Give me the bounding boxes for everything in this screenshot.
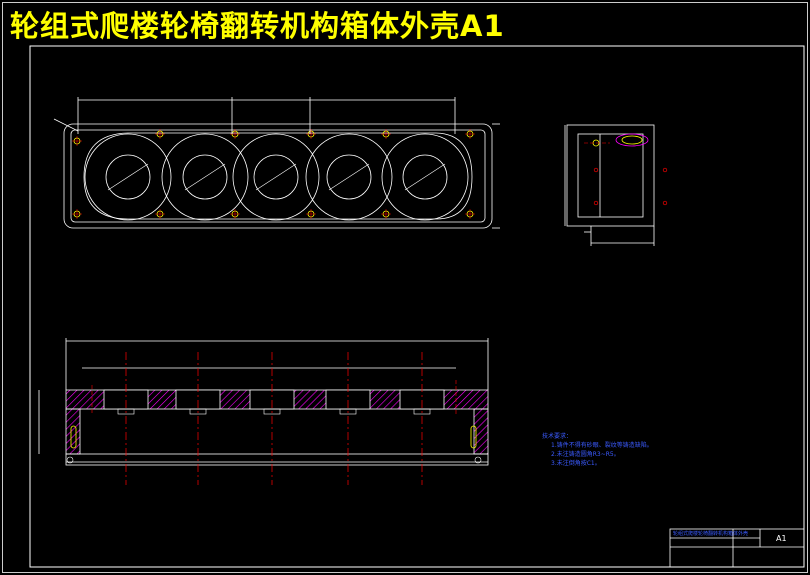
sheet-inner-frame xyxy=(29,45,805,568)
datum-symbol-left xyxy=(66,456,74,464)
bore-inner-circle xyxy=(402,154,448,200)
side-view-body xyxy=(566,124,655,227)
leader-line xyxy=(53,118,79,132)
bore-inner-circle xyxy=(105,154,151,200)
title-block xyxy=(669,528,805,568)
bearing-seat xyxy=(189,408,207,415)
datum-symbol-right xyxy=(474,456,482,464)
section-bearing-pockets xyxy=(103,389,445,415)
bearing-seat xyxy=(117,408,135,415)
bore-inner-circle xyxy=(326,154,372,200)
top-view-outer-plate xyxy=(63,123,493,229)
bearing-seat xyxy=(413,408,431,415)
side-view xyxy=(564,124,655,246)
bore-diameter-line xyxy=(328,163,370,191)
section-base-line xyxy=(65,453,489,466)
title-block-frame xyxy=(669,528,805,568)
top-view-bearing-bores xyxy=(84,133,469,221)
side-hole-mark xyxy=(662,200,668,206)
bore-diameter-line xyxy=(107,163,149,191)
notes-heading: 技术要求： xyxy=(542,433,573,440)
bore-outer-circle xyxy=(161,133,249,221)
right-slot xyxy=(470,425,477,449)
drawing-title: 轮组式爬楼轮椅翻转机构箱体外壳A1 xyxy=(10,9,505,43)
note-item: 3.未注倒角按C1。 xyxy=(551,460,601,467)
side-hole-mark xyxy=(662,167,668,173)
bore-diameter-line xyxy=(404,163,446,191)
top-view xyxy=(53,97,500,229)
side-hole-mark xyxy=(593,200,599,206)
side-view-detail-marks xyxy=(584,133,649,147)
note-item: 1.铸件不得有砂眼、裂纹等铸造缺陷。 xyxy=(551,442,653,449)
title-block-part-name: 轮组式爬楼轮椅翻转机构箱体外壳 xyxy=(673,531,749,537)
technical-requirements: 技术要求： 1.铸件不得有砂眼、裂纹等铸造缺陷。 2.未注铸造圆角R3~R5。 … xyxy=(542,432,653,468)
bore-inner-circle xyxy=(182,154,228,200)
section-corner-symbols xyxy=(66,456,482,464)
bore-outer-circle xyxy=(381,133,469,221)
side-view-hole-marks xyxy=(593,167,668,206)
left-slot xyxy=(70,425,77,449)
bore-outer-circle xyxy=(84,133,172,221)
bore-outer-circle xyxy=(232,133,320,221)
top-view-inner-rim xyxy=(70,129,486,223)
section-center-lines xyxy=(91,352,457,485)
section-view xyxy=(38,338,489,466)
section-wall-slots xyxy=(70,425,477,449)
top-view-bolt-holes xyxy=(72,129,475,219)
top-view-wheel-cavity-outline xyxy=(83,132,473,220)
bore-diameter-line xyxy=(255,163,297,191)
section-left-wall xyxy=(65,408,81,455)
note-item: 2.未注铸造圆角R3~R5。 xyxy=(551,451,620,458)
bore-outer-circle xyxy=(305,133,393,221)
side-view-detail-ring xyxy=(621,135,643,145)
side-hole-mark xyxy=(593,167,599,173)
bore-diameter-line xyxy=(184,163,226,191)
bearing-seat xyxy=(263,408,281,415)
side-view-chamfer-mark xyxy=(615,133,649,147)
side-view-inner-wall xyxy=(577,133,644,218)
bore-inner-circle xyxy=(253,154,299,200)
title-block-sheet-size: A1 xyxy=(776,534,787,543)
bearing-seat xyxy=(339,408,357,415)
